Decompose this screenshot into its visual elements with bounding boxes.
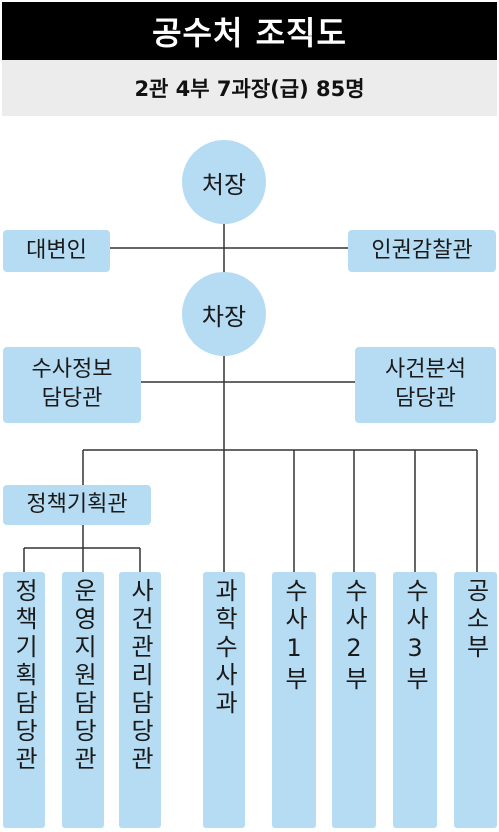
prosecution-node: 공소부 [454, 572, 497, 828]
director-node: 처장 [182, 140, 266, 224]
policy-planning-unit-label: 정책기획담당관 [10, 578, 38, 774]
case-management-unit-label: 사건관리담당관 [126, 578, 154, 774]
intel-officer-node: 수사정보 담당관 [3, 347, 141, 423]
operations-support-unit-label: 운영지원담당관 [69, 578, 97, 774]
forensic-investigation-node: 과학수사과 [203, 572, 245, 828]
investigation-3-node: 수사3부 [393, 572, 437, 828]
investigation-3-label: 수사3부 [401, 578, 429, 694]
chart-subtitle: 2관 4부 7과장(급) 85명 [2, 60, 497, 116]
case-analysis-node: 사건분석 담당관 [355, 347, 496, 423]
investigation-2-label: 수사2부 [340, 578, 368, 694]
defense-officer-node: 대변인 [3, 230, 110, 272]
defense-officer-label: 대변인 [26, 237, 87, 263]
human-rights-inspector-node: 인권감찰관 [348, 230, 496, 272]
human-rights-inspector-label: 인권감찰관 [371, 237, 473, 263]
deputy-director-node: 차장 [182, 272, 266, 356]
case-management-unit-node: 사건관리담당관 [119, 572, 161, 828]
policy-planning-unit-node: 정책기획담당관 [3, 572, 45, 828]
investigation-2-node: 수사2부 [332, 572, 376, 828]
intel-officer-label-line1: 수사정보 [31, 357, 113, 383]
case-analysis-label-line2: 담당관 [395, 386, 456, 411]
intel-officer-label-line2: 담당관 [41, 386, 103, 411]
chart-title: 공수처 조직도 [2, 2, 497, 60]
policy-planning-officer-label: 정책기획관 [26, 491, 128, 517]
operations-support-unit-node: 운영지원담당관 [62, 572, 104, 828]
investigation-1-label: 수사1부 [280, 578, 308, 694]
case-analysis-label-line1: 사건분석 [385, 357, 466, 383]
forensic-investigation-label: 과학수사과 [210, 578, 238, 718]
policy-planning-officer-node: 정책기획관 [3, 485, 151, 525]
prosecution-label: 공소부 [461, 578, 490, 662]
director-label: 처장 [201, 170, 247, 199]
deputy-director-label: 차장 [201, 302, 247, 331]
investigation-1-node: 수사1부 [272, 572, 316, 828]
